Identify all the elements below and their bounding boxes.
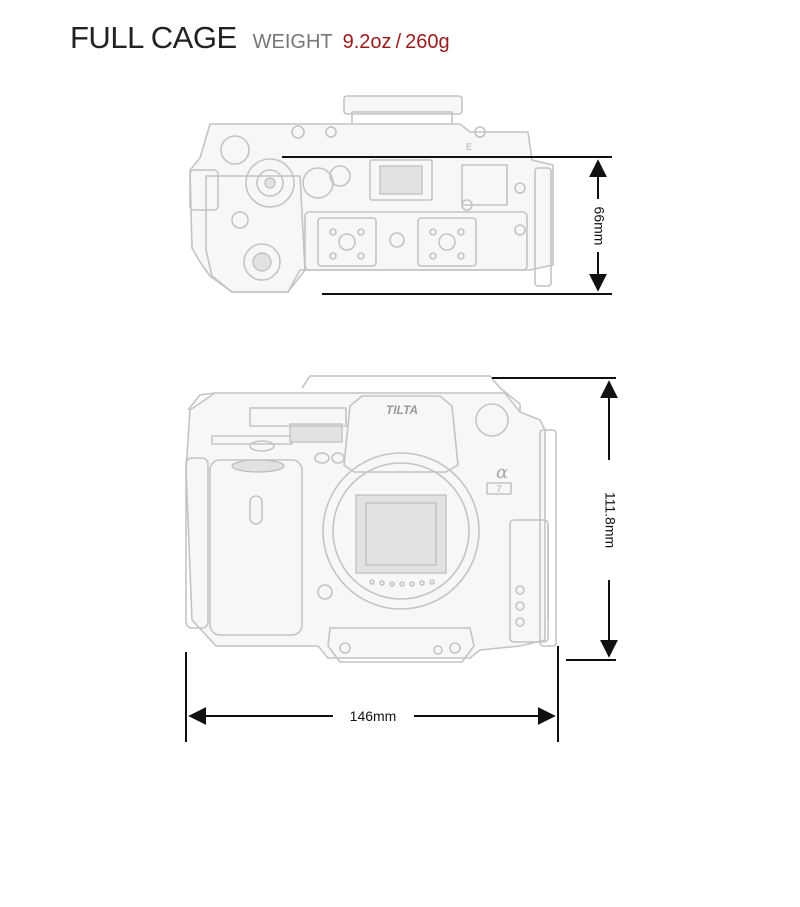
top-screen (369, 159, 433, 201)
model-marking: E (466, 142, 472, 152)
width-146-label: 146mm (350, 708, 397, 724)
pin-5 (329, 252, 337, 260)
base-screw-3 (433, 645, 443, 655)
top-cage-rail (304, 211, 528, 271)
top-view-camera: E (189, 95, 554, 293)
pin-8 (457, 252, 465, 260)
vent-grille (289, 423, 343, 443)
rear-dial-inner (256, 169, 284, 197)
grip-sensor (249, 495, 263, 525)
mount-hole-2 (389, 232, 405, 248)
lens-mount-inner (332, 462, 470, 600)
front-dial-right (475, 403, 509, 437)
model-badge (486, 482, 512, 495)
cold-shoe-right (417, 217, 477, 267)
side-hole-3 (515, 617, 525, 627)
top-button-a (291, 125, 305, 139)
pin-3 (429, 228, 437, 236)
side-screw-1 (514, 182, 526, 194)
base-screw-1 (339, 642, 351, 654)
grip-top (205, 175, 306, 293)
rear-dial-center (264, 177, 276, 189)
pin-2 (357, 228, 365, 236)
front-dial (220, 135, 250, 165)
header: FULL CAGE WEIGHT 9.2oz / 260g (70, 20, 450, 64)
cage-top-frame (301, 375, 521, 420)
cold-shoe-left (317, 217, 377, 267)
exposure-dial (329, 165, 351, 187)
contact-4 (399, 581, 405, 587)
top-button-c (474, 126, 486, 138)
eyepiece-shape (343, 95, 463, 115)
contact-7 (429, 579, 435, 585)
left-top-corner (187, 392, 216, 411)
alpha-mark: α (496, 462, 508, 483)
mount-hole-1 (338, 233, 356, 251)
right-rail (539, 429, 557, 647)
front-height-dimension: 111.8mm (492, 377, 618, 661)
brand-logo: TILTA (386, 403, 418, 417)
contact-5 (409, 581, 415, 587)
lens-release-button (317, 584, 333, 600)
rear-dial-outer (245, 158, 295, 208)
side-hole-1 (515, 585, 525, 595)
top-screen-inner (379, 165, 423, 195)
shutter-dial-outer (243, 243, 281, 281)
front-command-dial (231, 459, 285, 473)
contact-3 (389, 581, 395, 587)
height-111-label: 111.8mm (602, 492, 618, 548)
pin-6 (357, 252, 365, 260)
page-title: FULL CAGE (70, 20, 237, 55)
front-button-1 (314, 452, 330, 464)
pin-7 (429, 252, 437, 260)
model-badge-text: 7 (496, 484, 501, 494)
height-66-label: 66mm (591, 207, 607, 246)
contact-6 (419, 580, 425, 586)
pin-4 (457, 228, 465, 236)
baseplate (327, 627, 475, 663)
contact-1 (369, 579, 375, 585)
front-width-dimension: 146mm (185, 646, 559, 742)
side-screw-2 (514, 224, 526, 236)
side-hole-2 (515, 601, 525, 611)
base-screw-2 (449, 642, 461, 654)
contact-2 (379, 580, 385, 586)
front-view-camera: TILTA α 7 (185, 375, 557, 663)
sensor-inner (365, 502, 437, 566)
c-button (231, 211, 249, 229)
front-button-2 (331, 452, 345, 464)
weight-ounces: 9.2oz (342, 31, 392, 53)
shutter-button (252, 252, 272, 272)
cage-handle-left (189, 169, 219, 211)
side-screw-3 (461, 199, 473, 211)
side-rail (534, 167, 552, 287)
side-handle (185, 457, 209, 629)
shutter-release (249, 440, 275, 452)
weight-separator: / (395, 31, 402, 53)
top-plate-left (249, 407, 347, 427)
side-ports (461, 164, 508, 206)
evf-hump (343, 395, 459, 473)
lens-mount-outer (322, 452, 480, 610)
top-height-dimension: 66mm (282, 156, 612, 295)
mount-hole-3 (438, 233, 456, 251)
weight-label: WEIGHT (252, 31, 333, 53)
weight-grams: 260g (405, 31, 450, 53)
top-button-b (325, 126, 337, 138)
pin-1 (329, 228, 337, 236)
sensor (355, 494, 447, 574)
